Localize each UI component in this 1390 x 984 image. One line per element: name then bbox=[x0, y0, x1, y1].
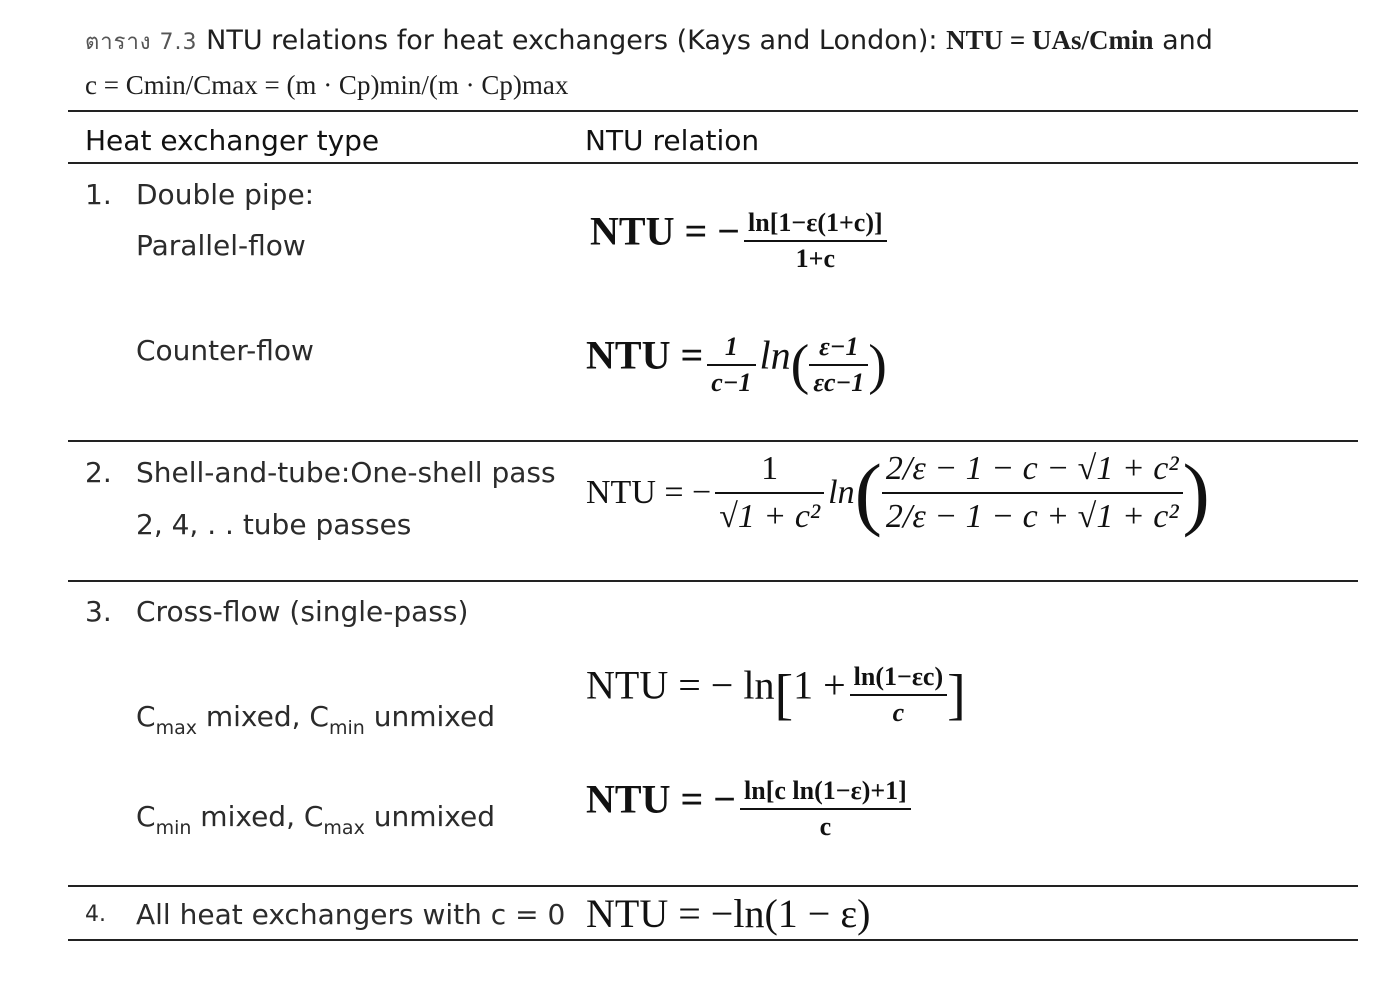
row-rule bbox=[68, 440, 1358, 442]
header-ntu-relation: NTU relation bbox=[585, 124, 760, 157]
header-rule bbox=[68, 162, 1358, 164]
formula-counter-flow: NTU = 1 c−1 ln( ε−1 εc−1 ) bbox=[586, 330, 887, 400]
formula-lhs: NTU = − bbox=[586, 776, 737, 822]
row-type-double-pipe: Double pipe: bbox=[136, 178, 315, 211]
denominator: εc−1 bbox=[809, 364, 869, 400]
row-number: 1. bbox=[85, 178, 112, 211]
coefficient-fraction: 1 c−1 bbox=[707, 330, 756, 400]
row-subtype-parallel-flow: Parallel-flow bbox=[136, 229, 306, 262]
row-subtype-tube-passes: 2, 4, . . tube passes bbox=[136, 508, 412, 541]
row-subtype-cmax-mixed: Cmax mixed, Cmin unmixed bbox=[136, 700, 495, 739]
row-type-all-heat-exchangers: All heat exchangers with c = 0 bbox=[136, 898, 566, 931]
left-paren: ( bbox=[854, 447, 882, 538]
coefficient-denominator: √1 + c² bbox=[715, 492, 825, 540]
caption-text: NTU relations for heat exchangers (Kays … bbox=[206, 25, 938, 56]
numerator: 2/ε − 1 − c − √1 + c² bbox=[885, 450, 1179, 487]
fraction: ε−1 εc−1 bbox=[809, 330, 869, 400]
denominator: 1+c bbox=[744, 240, 887, 276]
caption-and: and bbox=[1162, 25, 1213, 56]
row-type-shell-and-tube: Shell-and-tube:One-shell pass bbox=[136, 456, 556, 489]
row-number: 3. bbox=[85, 595, 112, 628]
formula-cmin-mixed: NTU = − ln[c ln(1−ε)+1] c bbox=[586, 774, 911, 844]
row-rule bbox=[68, 885, 1358, 887]
formula-lhs: NTU = − bbox=[590, 208, 741, 254]
formula-c-zero: NTU = −ln(1 − ε) bbox=[586, 891, 871, 936]
row-subtype-cmin-mixed: Cmin mixed, Cmax unmixed bbox=[136, 800, 495, 839]
right-paren: ) bbox=[868, 334, 887, 396]
right-paren: ) bbox=[1182, 447, 1210, 538]
coefficient-fraction: 1 √1 + c² bbox=[715, 446, 825, 540]
formula-lhs: NTU = − ln bbox=[586, 662, 775, 708]
table-bottom-rule bbox=[68, 939, 1358, 941]
denominator: c bbox=[740, 808, 911, 844]
coefficient-numerator: 1 bbox=[761, 450, 779, 487]
table-caption-line1: ตาราง 7.3 NTU relations for heat exchang… bbox=[85, 24, 1213, 59]
formula-cmax-mixed: NTU = − ln[1 + ln(1−εc) c ] bbox=[586, 660, 966, 730]
numerator: ln(1−εc) bbox=[853, 662, 944, 691]
denominator: c bbox=[849, 694, 948, 730]
numerator: ln[c ln(1−ε)+1] bbox=[744, 776, 907, 805]
function-ln: ln bbox=[759, 332, 791, 378]
row-number: 4. bbox=[85, 902, 106, 927]
caption-prefix: ตาราง 7.3 bbox=[85, 30, 198, 55]
caption-formula-c: c = Cmin/Cmax = (m · Cp)min/(m · Cp)max bbox=[85, 70, 569, 100]
table-top-rule bbox=[68, 110, 1358, 112]
table-caption-line2: c = Cmin/Cmax = (m · Cp)min/(m · Cp)max bbox=[85, 70, 568, 101]
left-bracket: [ bbox=[774, 664, 794, 726]
numerator: ln[1−ε(1+c)] bbox=[748, 208, 883, 237]
row-number: 2. bbox=[85, 456, 112, 489]
fraction: ln[1−ε(1+c)] 1+c bbox=[744, 206, 887, 276]
row-type-cross-flow: Cross-flow (single-pass) bbox=[136, 595, 469, 628]
formula-lhs: NTU = − bbox=[586, 474, 712, 511]
fraction: ln(1−εc) c bbox=[849, 660, 948, 730]
left-paren: ( bbox=[790, 334, 810, 396]
formula-parallel-flow: NTU = − ln[1−ε(1+c)] 1+c bbox=[590, 206, 887, 276]
formula-shell-and-tube: NTU = − 1 √1 + c² ln( 2/ε − 1 − c − √1 +… bbox=[586, 446, 1210, 540]
header-heat-exchanger-type: Heat exchanger type bbox=[85, 124, 380, 157]
formula-inner: 1 + bbox=[793, 662, 846, 708]
row-subtype-counter-flow: Counter-flow bbox=[136, 334, 314, 367]
caption-formula-ntu: NTU = UAs/Cmin bbox=[946, 25, 1154, 55]
numerator: ε−1 bbox=[819, 332, 859, 361]
coefficient-denominator: c−1 bbox=[707, 364, 756, 400]
fraction: 2/ε − 1 − c − √1 + c² 2/ε − 1 − c + √1 +… bbox=[881, 446, 1183, 540]
right-bracket: ] bbox=[947, 664, 966, 726]
fraction: ln[c ln(1−ε)+1] c bbox=[740, 774, 911, 844]
denominator: 2/ε − 1 − c + √1 + c² bbox=[881, 492, 1183, 540]
coefficient-numerator: 1 bbox=[724, 332, 738, 361]
function-ln: ln bbox=[828, 474, 855, 511]
formula-lhs: NTU = bbox=[586, 332, 704, 378]
row-rule bbox=[68, 580, 1358, 582]
